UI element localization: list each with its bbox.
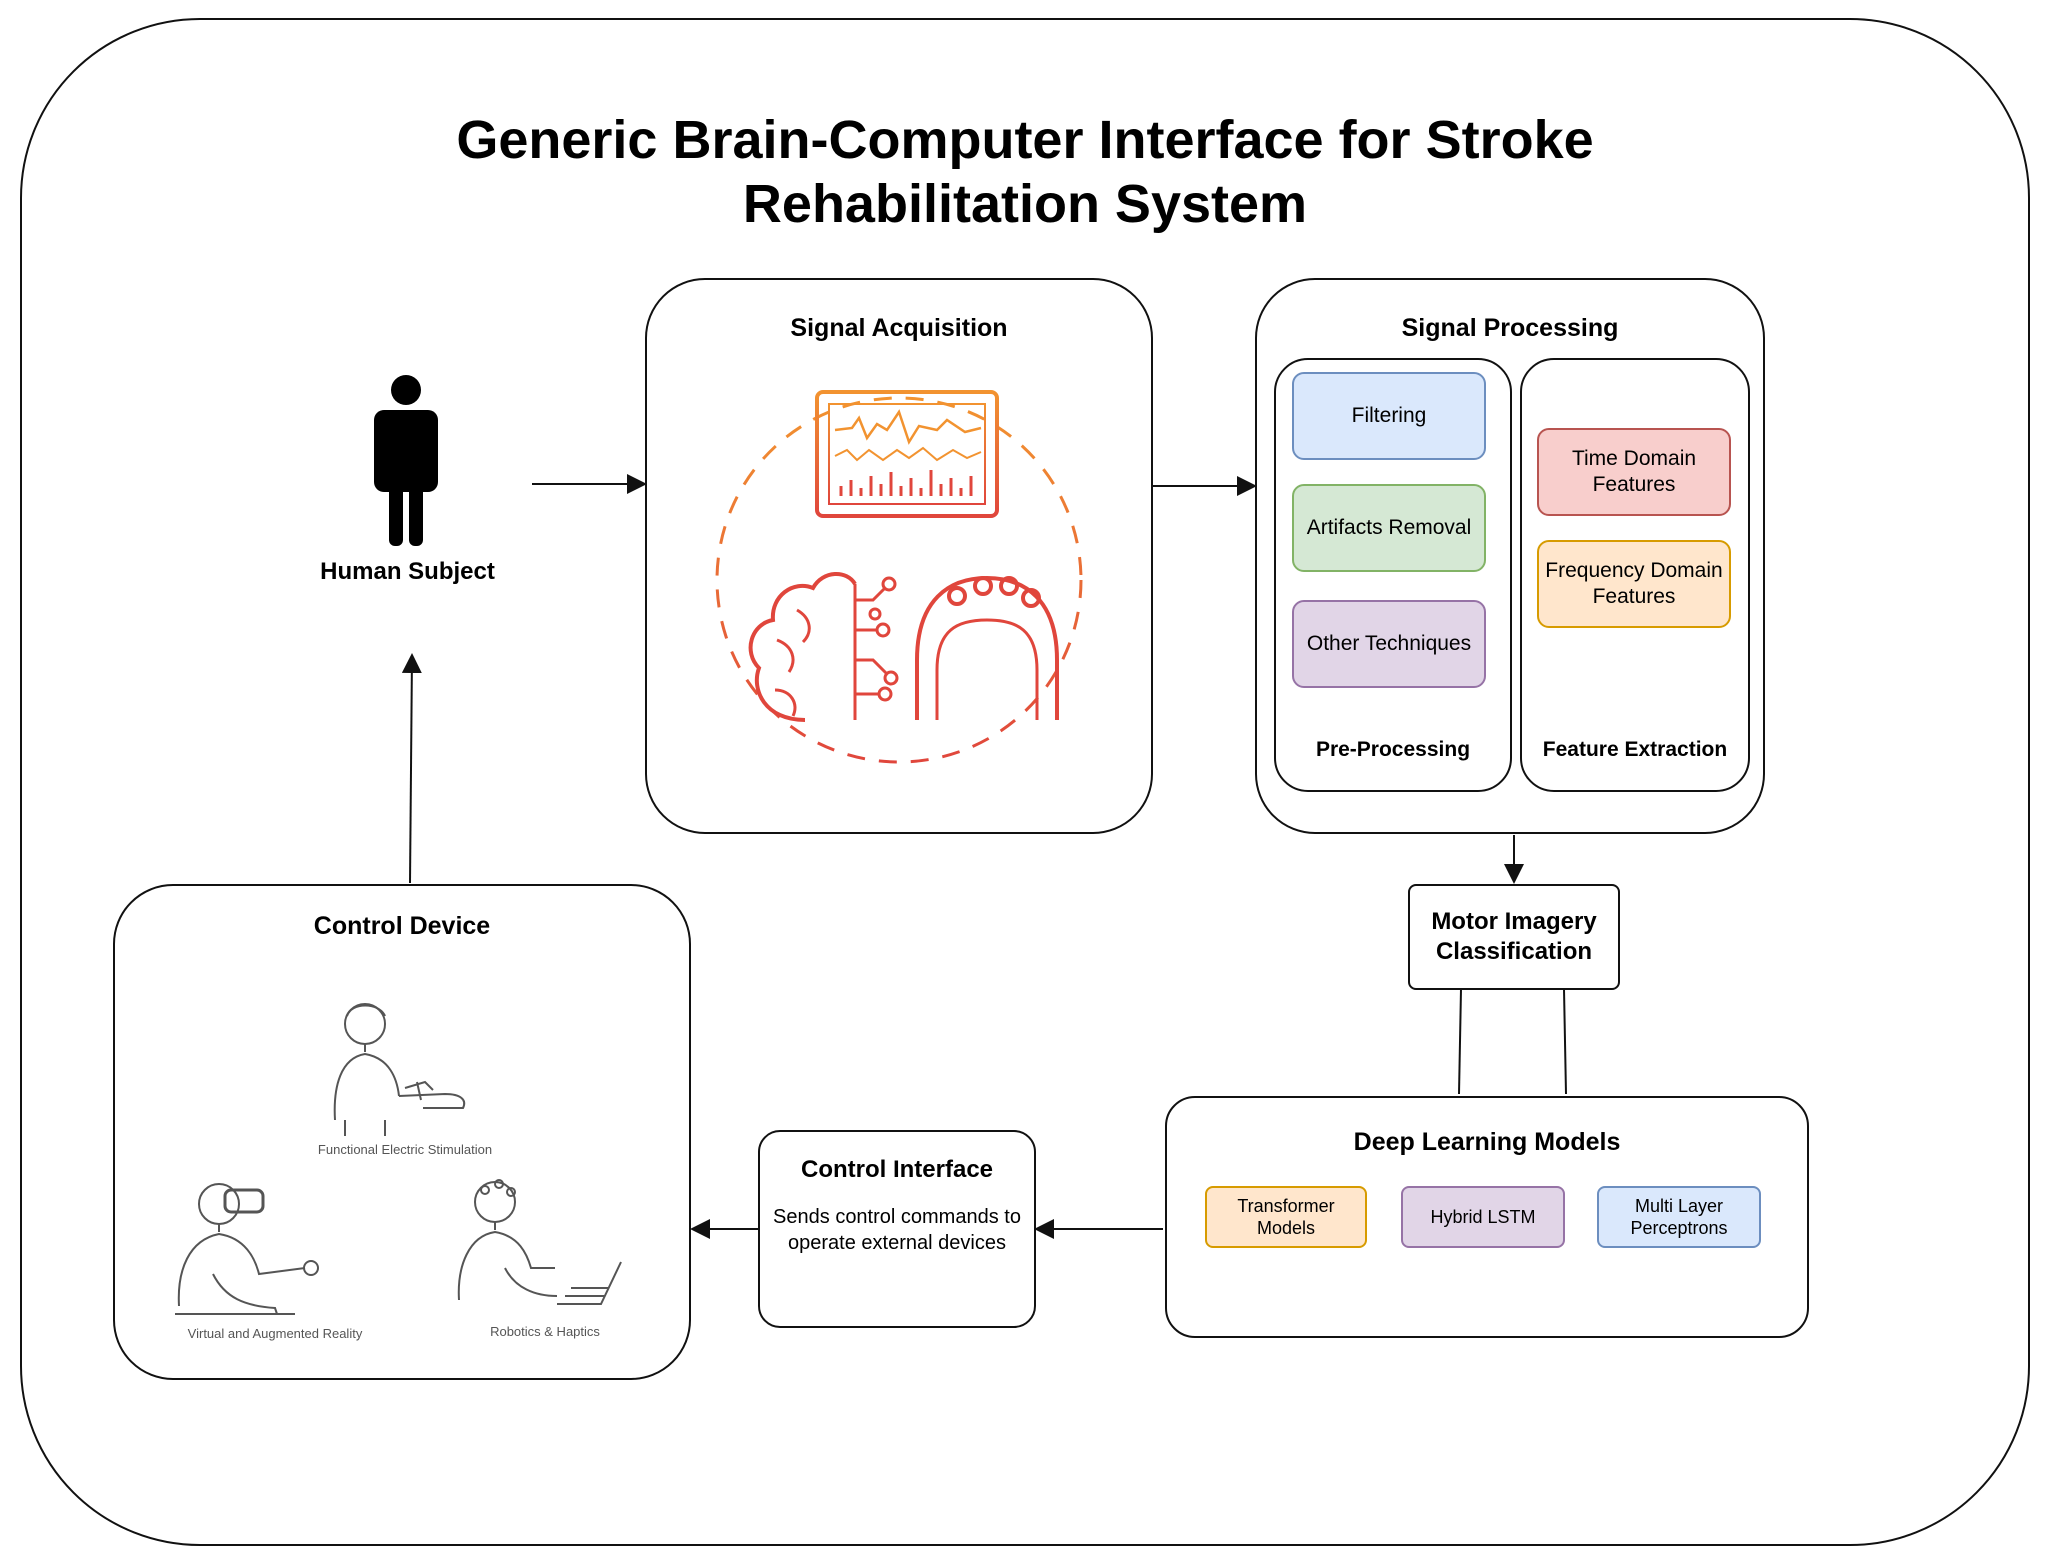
virtual-augmented-reality-illustration (175, 1183, 319, 1315)
link-motor-to-deep-left (1458, 988, 1462, 1095)
control-interface-description: Sends control commands to operate extern… (773, 1206, 1021, 1254)
human-subject-node (340, 372, 470, 552)
other-techniques-box: Other Techniques (1292, 600, 1486, 688)
time-domain-features-box: Time Domain Features (1537, 428, 1731, 516)
robotics-haptics-caption: Robotics & Haptics (490, 1324, 600, 1339)
filtering-box: Filtering (1292, 372, 1486, 460)
fes-caption: Functional Electric Stimulation (317, 1142, 493, 1157)
artifacts-removal-box: Artifacts Removal (1292, 484, 1486, 572)
signal-acquisition-panel: Signal Acquisition (645, 278, 1153, 834)
deep-learning-panel: Deep Learning Models (1165, 1096, 1809, 1338)
signal-acquisition-title: Signal Acquisition (790, 314, 1008, 342)
diagram-title: Generic Brain-Computer Interface for Str… (456, 110, 1594, 234)
functional-electric-stimulation-illustration (333, 1003, 466, 1136)
vr-ar-caption: Virtual and Augmented Reality (187, 1326, 363, 1341)
pre-processing-label: Pre-Processing (1315, 738, 1471, 761)
frequency-domain-features-box: Frequency Domain Features (1537, 540, 1731, 628)
outer-frame (20, 18, 2030, 1546)
hybrid-lstm-box: Hybrid LSTM (1401, 1186, 1565, 1248)
control-interface-box: Control Interface Sends control commands… (758, 1130, 1036, 1328)
feature-extraction-label: Feature Extraction (1542, 738, 1728, 761)
link-motor-to-deep-right (1563, 988, 1567, 1095)
transformer-models-box: Transformer Models (1205, 1186, 1367, 1248)
person-icon (374, 375, 438, 546)
eeg-monitoring-icon (715, 390, 1083, 764)
control-device-title: Control Device (313, 912, 491, 940)
robotics-haptics-illustration (457, 1179, 622, 1305)
arrow-device-to-human (401, 653, 422, 884)
human-subject-label: Human Subject (320, 558, 495, 585)
multi-layer-perceptrons-box: Multi Layer Perceptrons (1597, 1186, 1761, 1248)
control-device-panel: Control Device Functional Electric Stimu… (113, 884, 691, 1380)
motor-imagery-classification-box: Motor Imagery Classification (1408, 884, 1620, 990)
control-interface-title: Control Interface (800, 1156, 994, 1183)
signal-processing-title: Signal Processing (1401, 314, 1619, 342)
deep-learning-title: Deep Learning Models (1353, 1128, 1621, 1156)
